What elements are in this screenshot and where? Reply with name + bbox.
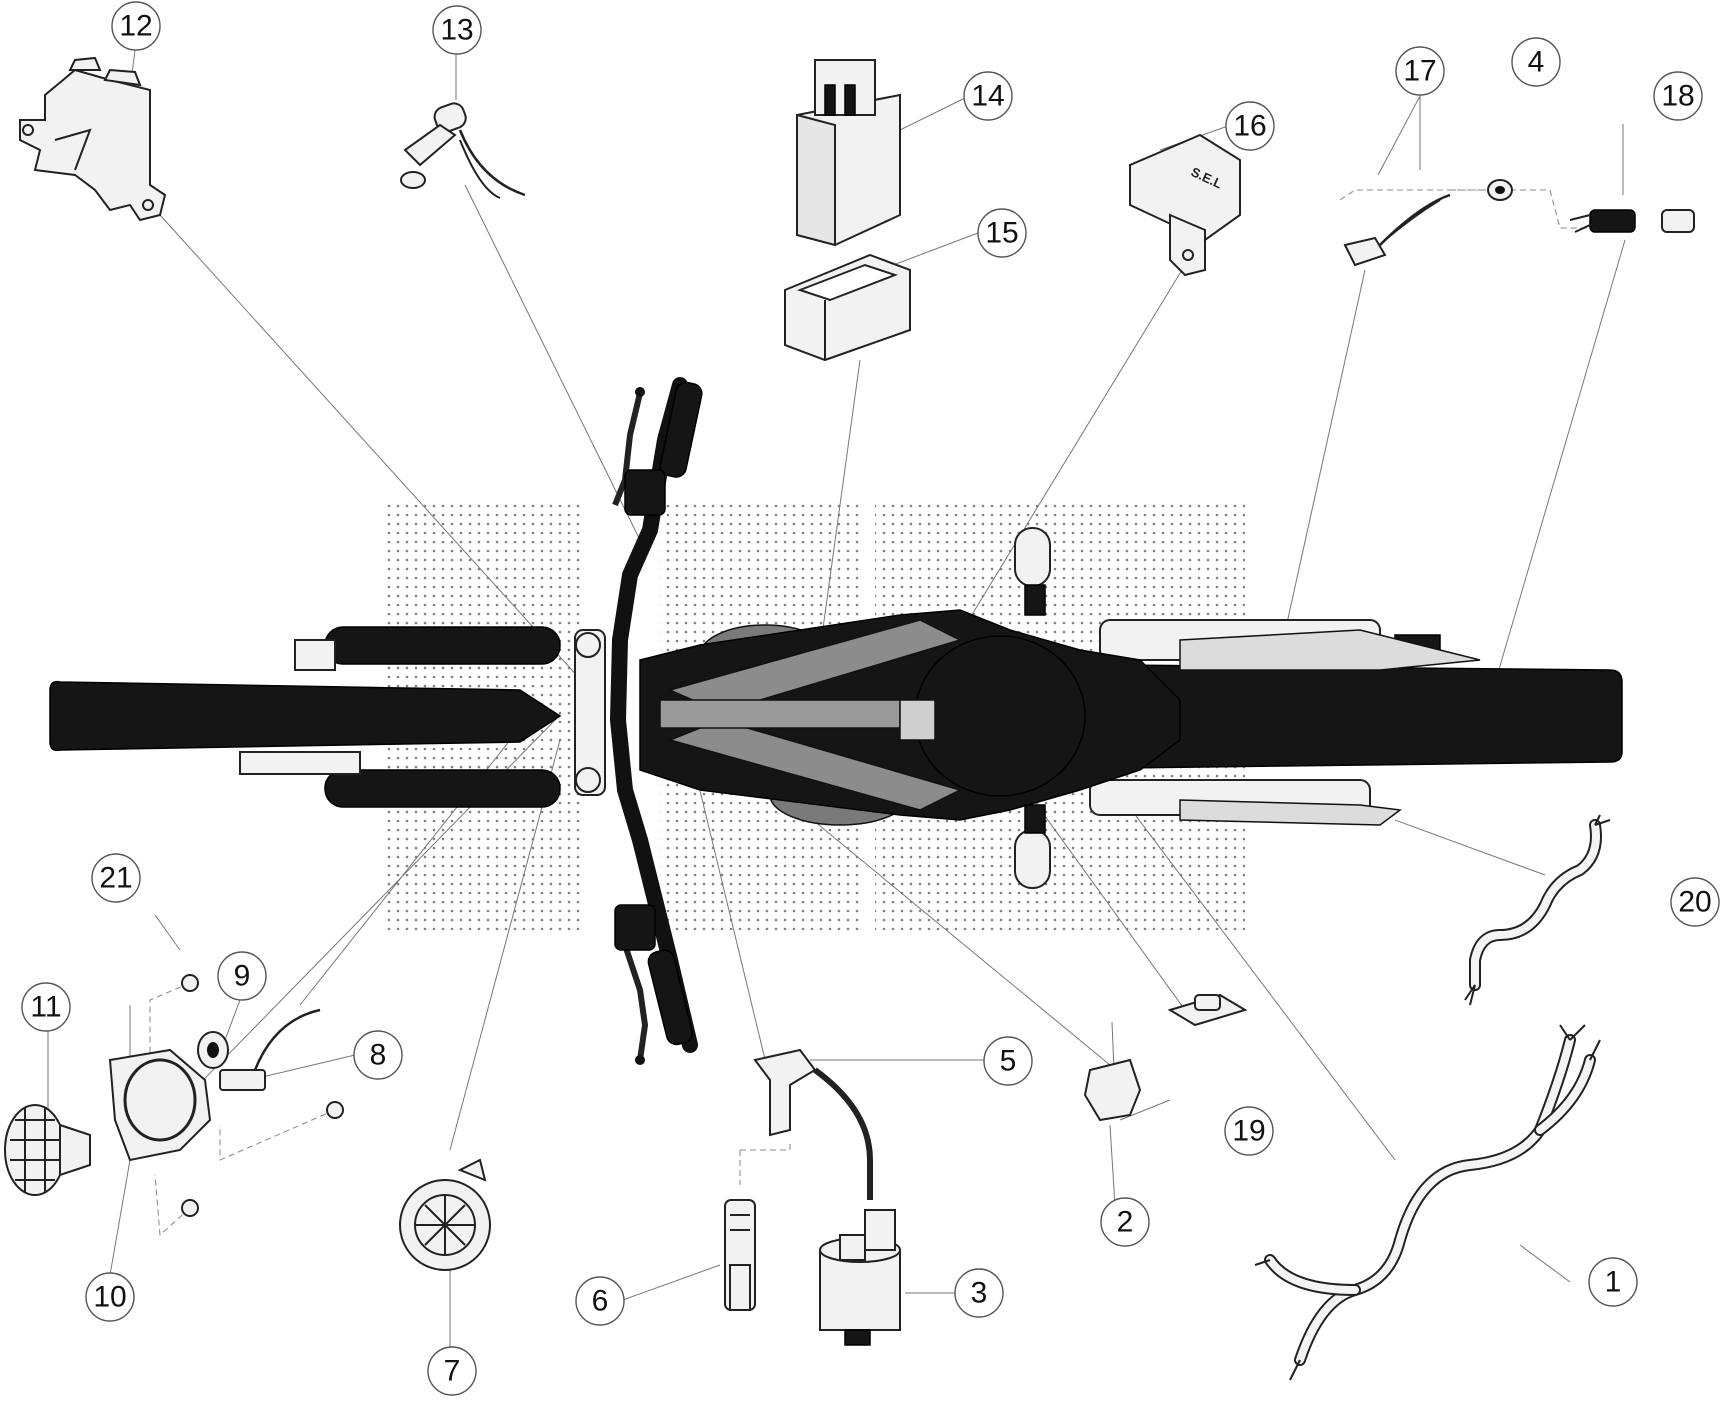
callout-7-label: 7: [444, 1355, 461, 1388]
callout-13-label: 13: [440, 14, 473, 47]
part-7-horn: [399, 1158, 491, 1271]
callout-16: 16: [1225, 101, 1275, 151]
part-10-headlight-shell: [108, 1048, 212, 1162]
callout-3: 3: [954, 1268, 1004, 1318]
callout-8: 8: [353, 1030, 403, 1080]
callout-11-label: 11: [30, 991, 61, 1024]
callout-5-label: 5: [1000, 1045, 1017, 1078]
part-21-screws: [181, 974, 344, 1217]
callout-11: 11: [21, 982, 71, 1032]
callout-6-label: 6: [592, 1285, 609, 1318]
part-9-grommet: [197, 1031, 229, 1069]
callout-18-label: 18: [1661, 80, 1694, 113]
part-16-relay: S.E.L: [1129, 133, 1241, 277]
part-19-pad: [1167, 993, 1248, 1027]
callout-6: 6: [575, 1276, 625, 1326]
callout-2: 2: [1100, 1197, 1150, 1247]
callout-5: 5: [983, 1036, 1033, 1086]
callout-14: 14: [963, 71, 1013, 121]
part-20-small-harness: [1464, 814, 1611, 1006]
part-13-switch: [400, 102, 526, 199]
part-12-regulator: [19, 56, 167, 222]
callout-18: 18: [1653, 71, 1703, 121]
callout-2-label: 2: [1117, 1206, 1134, 1239]
callout-20-label: 20: [1678, 886, 1711, 919]
callout-12-label: 12: [119, 10, 152, 43]
callout-20: 20: [1670, 877, 1720, 927]
part-5-plug-cap: [753, 1048, 873, 1200]
part-17-connector: [1343, 193, 1451, 267]
callout-10: 10: [85, 1272, 135, 1322]
callout-13: 13: [432, 5, 482, 55]
callout-12: 12: [111, 1, 161, 51]
callout-8-label: 8: [370, 1039, 387, 1072]
callout-19: 19: [1224, 1106, 1274, 1156]
part-6-spark-plug: [724, 1199, 756, 1311]
callout-7: 7: [427, 1346, 477, 1396]
part-1-main-harness: [1254, 1024, 1601, 1381]
callout-14-label: 14: [971, 80, 1004, 113]
callout-17: 17: [1395, 46, 1445, 96]
motorcycle-top-view: [49, 377, 1623, 1065]
callout-1: 1: [1588, 1257, 1638, 1307]
callout-1-label: 1: [1605, 1266, 1622, 1299]
callout-21-label: 21: [99, 862, 132, 895]
part-8-connector: [219, 1008, 321, 1091]
callout-16-label: 16: [1233, 110, 1266, 143]
callout-21: 21: [91, 853, 141, 903]
callout-19-label: 19: [1232, 1115, 1265, 1148]
callout-15: 15: [977, 208, 1027, 258]
callout-17-label: 17: [1403, 55, 1436, 88]
callout-4-label: 4: [1528, 46, 1545, 79]
callout-4: 4: [1511, 37, 1561, 87]
callout-9-label: 9: [234, 960, 251, 993]
callout-9: 9: [217, 951, 267, 1001]
part-18-connector: [1569, 209, 1695, 233]
part-15-holder: [784, 253, 911, 362]
callout-10-label: 10: [93, 1281, 126, 1314]
part-4-grommet: [1487, 179, 1513, 201]
callout-3-label: 3: [971, 1277, 988, 1310]
part-3-ignition-coil: [819, 1209, 901, 1346]
callout-15-label: 15: [985, 217, 1018, 250]
part-14-cdi-box: [796, 59, 901, 247]
part-11-headlight: [4, 1104, 91, 1196]
part-2-switch: [1083, 1058, 1142, 1122]
